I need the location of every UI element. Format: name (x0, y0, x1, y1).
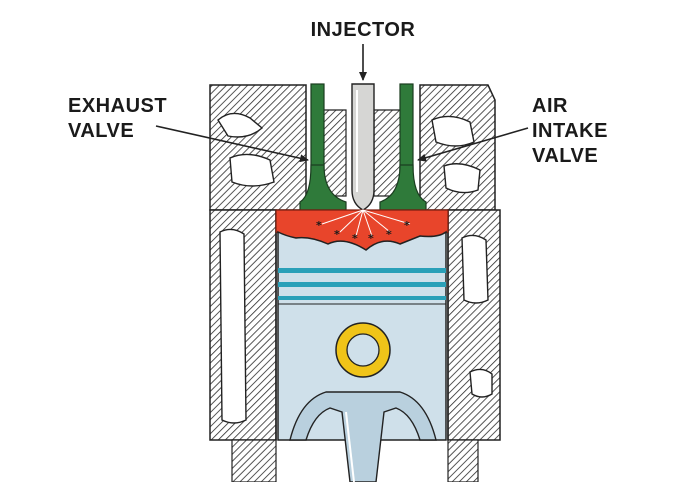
svg-text:*: * (316, 219, 322, 232)
air-intake-valve (379, 83, 427, 211)
wrist-pin (335, 322, 391, 378)
svg-text:*: * (334, 228, 340, 241)
exhaust-valve-label-line2: VALVE (68, 120, 134, 142)
svg-text:*: * (368, 232, 374, 245)
connecting-rod (289, 391, 437, 482)
injector-label: INJECTOR (311, 19, 416, 41)
svg-text:*: * (404, 219, 410, 232)
intake-valve-label-line1: AIR (532, 95, 568, 117)
intake-valve-label-line2: INTAKE (532, 120, 608, 142)
intake-valve-label-line3: VALVE (532, 145, 598, 167)
leader-lines (155, 44, 529, 163)
exhaust-valve-arrow (155, 125, 309, 163)
svg-text:*: * (352, 232, 358, 245)
intake-valve-arrow (417, 127, 529, 162)
piston-ring-1 (278, 268, 446, 273)
cylinder-bore (275, 210, 449, 440)
piston-ring-2 (278, 282, 446, 287)
exhaust-valve-label-line1: EXHAUST (68, 95, 167, 117)
injector (351, 83, 375, 211)
exhaust-valve (299, 83, 347, 211)
piston-ring-3 (278, 296, 446, 300)
svg-text:*: * (386, 228, 392, 241)
cylinder-head (209, 84, 496, 211)
cylinder-block (209, 209, 501, 482)
